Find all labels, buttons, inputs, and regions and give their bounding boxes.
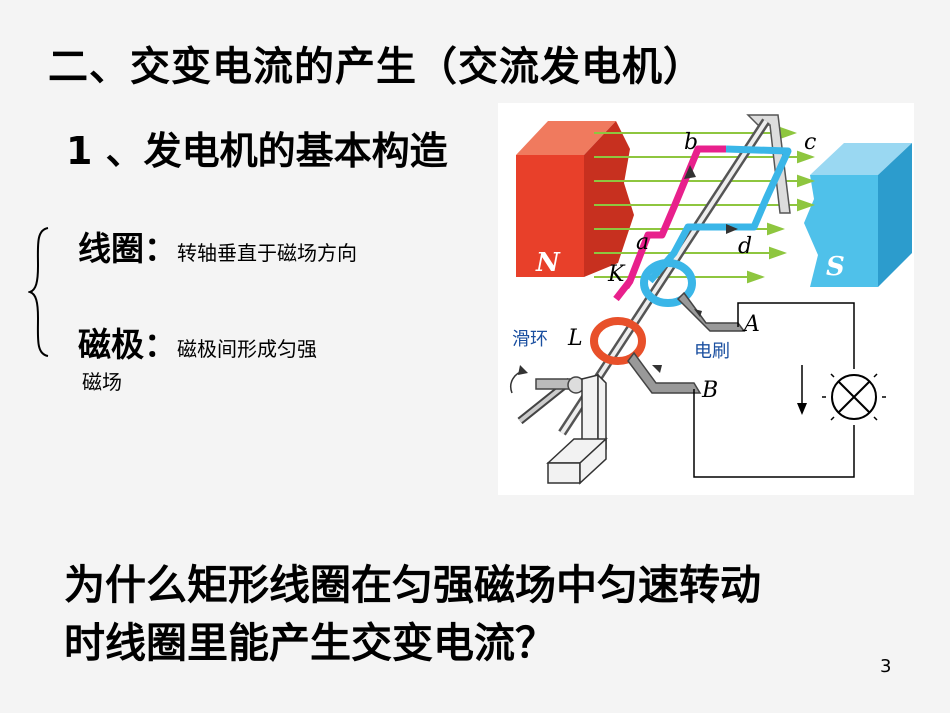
upper-bearing bbox=[746, 114, 791, 214]
label-c: c bbox=[804, 130, 816, 155]
generator-diagram: N S b c a d K L A B 滑环 电刷 bbox=[498, 103, 914, 495]
label-l: L bbox=[567, 326, 583, 351]
label-k: K bbox=[607, 262, 626, 287]
question: 为什么矩形线圈在匀强磁场中匀速转动 时线圈里能产生交变电流？ bbox=[64, 556, 761, 672]
coil-item: 线圈：转轴垂直于磁场方向 bbox=[78, 222, 357, 270]
slip-ring-label: 滑环 bbox=[512, 329, 548, 350]
lamp-icon bbox=[822, 365, 886, 429]
label-b: b bbox=[684, 130, 698, 155]
slide-title: 二、交变电流的产生（交流发电机） bbox=[48, 44, 704, 90]
pole-description: 磁极间形成匀强 bbox=[177, 337, 317, 361]
slip-ring-k bbox=[640, 259, 696, 307]
label-brush-a: A bbox=[742, 312, 760, 337]
north-magnet bbox=[516, 121, 634, 277]
crank-handle bbox=[510, 365, 585, 425]
brush-b bbox=[627, 351, 702, 394]
question-line-2: 时线圈里能产生交变电流？ bbox=[64, 619, 556, 667]
section-subtitle: 1 、发电机的基本构造 bbox=[66, 129, 448, 173]
current-arrow bbox=[797, 403, 807, 415]
label-d: d bbox=[738, 234, 752, 259]
lower-bearing-support bbox=[546, 373, 608, 485]
page-number: 3 bbox=[880, 656, 892, 677]
coil-label: 线圈： bbox=[78, 229, 177, 268]
brace-icon bbox=[28, 227, 49, 357]
pole-description-cont: 磁场 bbox=[82, 370, 122, 394]
magnetic-field-lines bbox=[594, 126, 815, 284]
slip-ring-l bbox=[590, 317, 646, 365]
question-line-1: 为什么矩形线圈在匀强磁场中匀速转动 bbox=[64, 561, 761, 609]
pole-label: 磁极： bbox=[78, 325, 177, 364]
coil-description: 转轴垂直于磁场方向 bbox=[177, 241, 357, 265]
pole-item: 磁极：磁极间形成匀强 bbox=[78, 318, 317, 366]
brush-label: 电刷 bbox=[694, 341, 730, 362]
south-magnet bbox=[804, 143, 912, 287]
brush-a bbox=[676, 291, 746, 332]
label-n: N bbox=[535, 248, 561, 278]
rectangular-coil bbox=[613, 145, 792, 302]
external-circuit bbox=[693, 302, 855, 478]
label-a: a bbox=[636, 230, 649, 255]
label-s: S bbox=[826, 252, 845, 282]
label-brush-b: B bbox=[701, 378, 718, 403]
